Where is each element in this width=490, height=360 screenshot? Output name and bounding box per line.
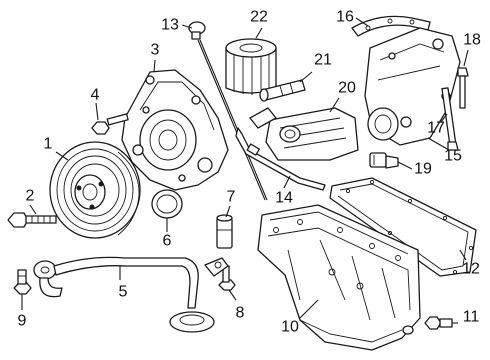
callout-1: 1: [44, 136, 53, 153]
part-drain-plug[interactable]: [424, 316, 453, 330]
callout-6: 6: [163, 233, 172, 250]
callout-9: 9: [18, 313, 27, 330]
callout-20: 20: [338, 80, 356, 97]
part-front-seal[interactable]: [151, 189, 183, 219]
callout-4: 4: [91, 87, 100, 104]
part-oil-pressure-sensor[interactable]: [369, 152, 399, 169]
part-cover-bolt[interactable]: [91, 113, 129, 135]
callout-3: 3: [151, 42, 160, 59]
part-oil-pan[interactable]: [257, 204, 421, 351]
part-pickup-bolt[interactable]: [13, 269, 32, 295]
callout-8: 8: [236, 305, 245, 322]
callout-22: 22: [250, 9, 268, 26]
part-oil-cooler[interactable]: [249, 107, 359, 161]
callout-19: 19: [414, 161, 432, 178]
part-oil-pan-gasket[interactable]: [329, 177, 477, 277]
callout-7: 7: [227, 189, 236, 206]
part-crankshaft-pulley[interactable]: [49, 141, 141, 239]
part-oil-pickup-tube[interactable]: [33, 256, 229, 333]
callout-17: 17: [427, 120, 445, 137]
part-housing-bolt[interactable]: [457, 67, 469, 109]
part-filter-adapter[interactable]: [259, 79, 306, 102]
part-oil-dipstick[interactable]: [188, 21, 268, 201]
part-long-bolt[interactable]: [441, 87, 459, 151]
part-check-valve[interactable]: [216, 214, 233, 249]
callout-12: 12: [462, 261, 480, 278]
callout-labels: 1 2 3 4 5 6 7 8 9 10 11 12 13 14 15 16 1…: [18, 9, 481, 336]
part-oil-pump-front-cover[interactable]: [121, 69, 229, 191]
part-dipstick-tube[interactable]: [235, 127, 326, 191]
callout-13: 13: [161, 17, 179, 34]
callout-11: 11: [463, 309, 480, 326]
callout-15: 15: [444, 148, 462, 165]
callout-5: 5: [119, 284, 128, 301]
callout-16: 16: [336, 9, 354, 26]
callout-18: 18: [463, 32, 481, 49]
callout-2: 2: [26, 188, 35, 205]
callout-21: 21: [314, 52, 332, 69]
part-bracket-bolt[interactable]: [218, 265, 236, 291]
part-oil-filter[interactable]: [225, 38, 277, 95]
callout-10: 10: [281, 319, 299, 336]
callout-14: 14: [275, 190, 293, 207]
part-pulley-bolt[interactable]: [7, 212, 57, 228]
leader-lines: [21, 17, 469, 324]
part-oil-pump-housing[interactable]: [364, 27, 461, 146]
